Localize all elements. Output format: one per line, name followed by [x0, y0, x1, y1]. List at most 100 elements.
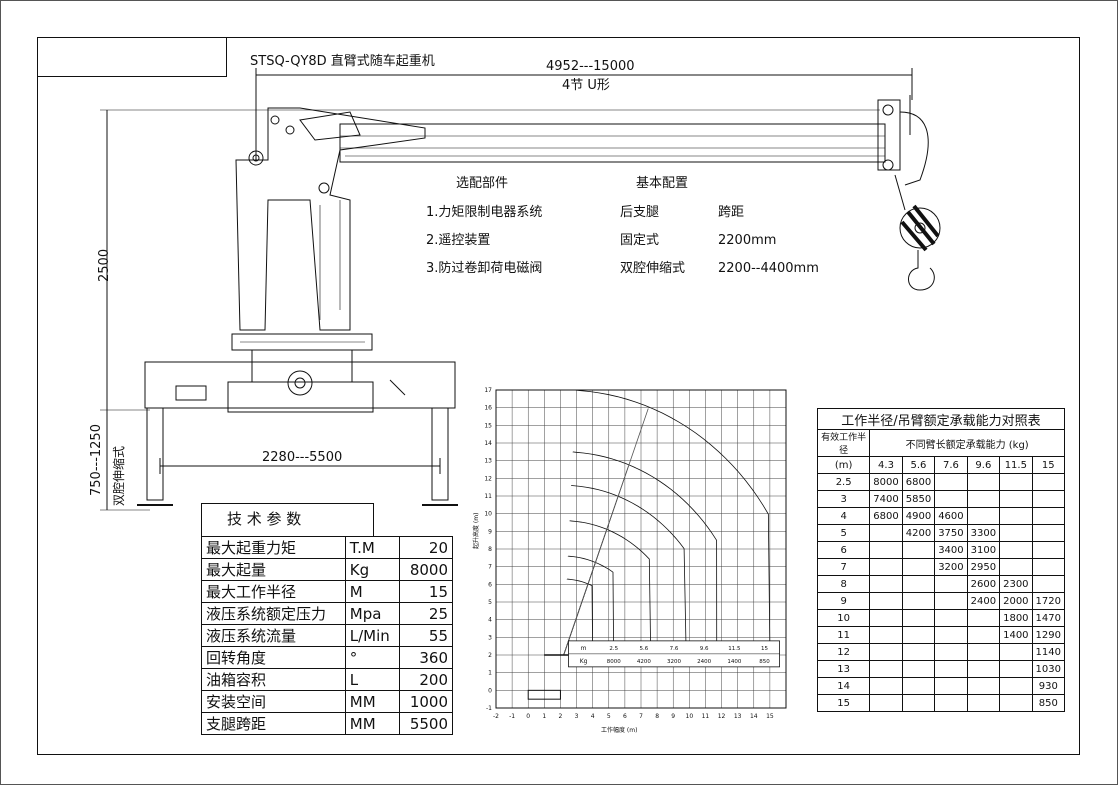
- load-cell: [901, 677, 936, 695]
- load-cell: 1030: [1031, 660, 1066, 678]
- x-tick-label: -1: [509, 713, 515, 720]
- x-tick-label: 9: [671, 713, 675, 720]
- y-tick-label: -1: [486, 705, 492, 712]
- load-cell: [869, 575, 903, 593]
- x-tick-label: 8: [655, 713, 659, 720]
- load-cell: [966, 643, 1001, 661]
- spec-name: 支腿跨距: [201, 712, 346, 735]
- load-cell: 1470: [1031, 609, 1066, 627]
- inset-label: Kg: [580, 658, 588, 665]
- load-cell: 4600: [934, 507, 968, 525]
- load-cell: [934, 490, 968, 508]
- inset-load-value: 1400: [727, 659, 741, 665]
- load-cell: [934, 575, 968, 593]
- options-heading: 选配部件: [456, 176, 509, 191]
- load-cell: 2950: [966, 558, 1001, 576]
- x-tick-label: 1: [542, 713, 546, 720]
- load-cell: [1031, 524, 1066, 542]
- load-cell: [934, 626, 968, 644]
- load-header-cell: 5.6: [901, 456, 936, 474]
- load-header-cell: 7.6: [934, 456, 968, 474]
- height-dim: 2500: [97, 248, 112, 282]
- x-tick-label: 5: [607, 713, 611, 720]
- option-item: 3.防过卷卸荷电磁阀: [426, 261, 543, 276]
- load-cell: 15: [816, 694, 871, 712]
- load-arc: [567, 555, 615, 652]
- load-cell: [999, 507, 1033, 525]
- config-name: 双腔伸缩式: [620, 261, 686, 276]
- load-cell: [1031, 473, 1066, 491]
- leg-note: 双腔伸缩式: [112, 445, 126, 506]
- x-tick-label: 15: [766, 713, 774, 720]
- load-cell: [966, 677, 1001, 695]
- load-cell: [901, 558, 936, 576]
- load-cell: [869, 694, 903, 712]
- inset-radius-value: 5.6: [640, 646, 649, 652]
- inset-radius-value: 11.5: [728, 646, 741, 652]
- load-cell: 6800: [869, 507, 903, 525]
- spec-value: 8000: [399, 558, 453, 581]
- y-tick-label: 7: [488, 564, 492, 571]
- load-cell: [999, 473, 1033, 491]
- load-header-cell: 9.6: [966, 456, 1001, 474]
- x-axis-label: 工作幅度 (m): [601, 726, 637, 734]
- load-cell: 6800: [901, 473, 936, 491]
- x-tick-label: 7: [639, 713, 643, 720]
- inset-radius-value: 7.6: [670, 646, 679, 652]
- load-cell: [869, 541, 903, 559]
- load-cell: 4200: [901, 524, 936, 542]
- load-cell: [869, 609, 903, 627]
- load-cell: [869, 643, 903, 661]
- load-cell: [999, 558, 1033, 576]
- load-cell: [869, 558, 903, 576]
- load-cell: 1140: [1031, 643, 1066, 661]
- load-arc: [572, 451, 718, 652]
- spec-name: 液压系统额定压力: [201, 602, 346, 625]
- load-cell: 930: [1031, 677, 1066, 695]
- spec-name: 最大起重力矩: [201, 536, 346, 559]
- x-tick-label: -2: [493, 713, 499, 720]
- load-cell: 7400: [869, 490, 903, 508]
- load-cell: [901, 626, 936, 644]
- spec-name: 回转角度: [201, 646, 346, 669]
- load-cell: [999, 660, 1033, 678]
- spec-value: 25: [399, 602, 453, 625]
- config-name: 后支腿: [620, 205, 660, 220]
- load-cell: [999, 677, 1033, 695]
- load-cell: [901, 575, 936, 593]
- chart-plot-frame: [495, 389, 787, 709]
- spec-value: 1000: [399, 690, 453, 713]
- config-value: 2200mm: [718, 233, 777, 248]
- load-cell: 5850: [901, 490, 936, 508]
- y-tick-label: 12: [484, 475, 492, 482]
- load-cell: 13: [816, 660, 871, 678]
- spec-value: 5500: [399, 712, 453, 735]
- y-tick-label: 5: [488, 599, 492, 606]
- spec-value: 20: [399, 536, 453, 559]
- option-item: 1.力矩限制电器系统: [426, 205, 543, 220]
- load-cell: [966, 660, 1001, 678]
- y-tick-label: 1: [488, 670, 492, 677]
- spec-name: 油箱容积: [201, 668, 346, 691]
- y-tick-label: 3: [488, 634, 492, 641]
- load-cell: [869, 660, 903, 678]
- load-cell: 3300: [966, 524, 1001, 542]
- load-arc: [575, 389, 771, 652]
- y-tick-label: 10: [484, 511, 492, 518]
- load-arc: [569, 520, 652, 652]
- spec-name: 最大工作半径: [201, 580, 346, 603]
- load-cell: [901, 660, 936, 678]
- load-cell: [901, 592, 936, 610]
- x-tick-label: 11: [702, 713, 710, 720]
- y-tick-label: 16: [484, 405, 492, 412]
- spec-unit: L/Min: [344, 624, 401, 647]
